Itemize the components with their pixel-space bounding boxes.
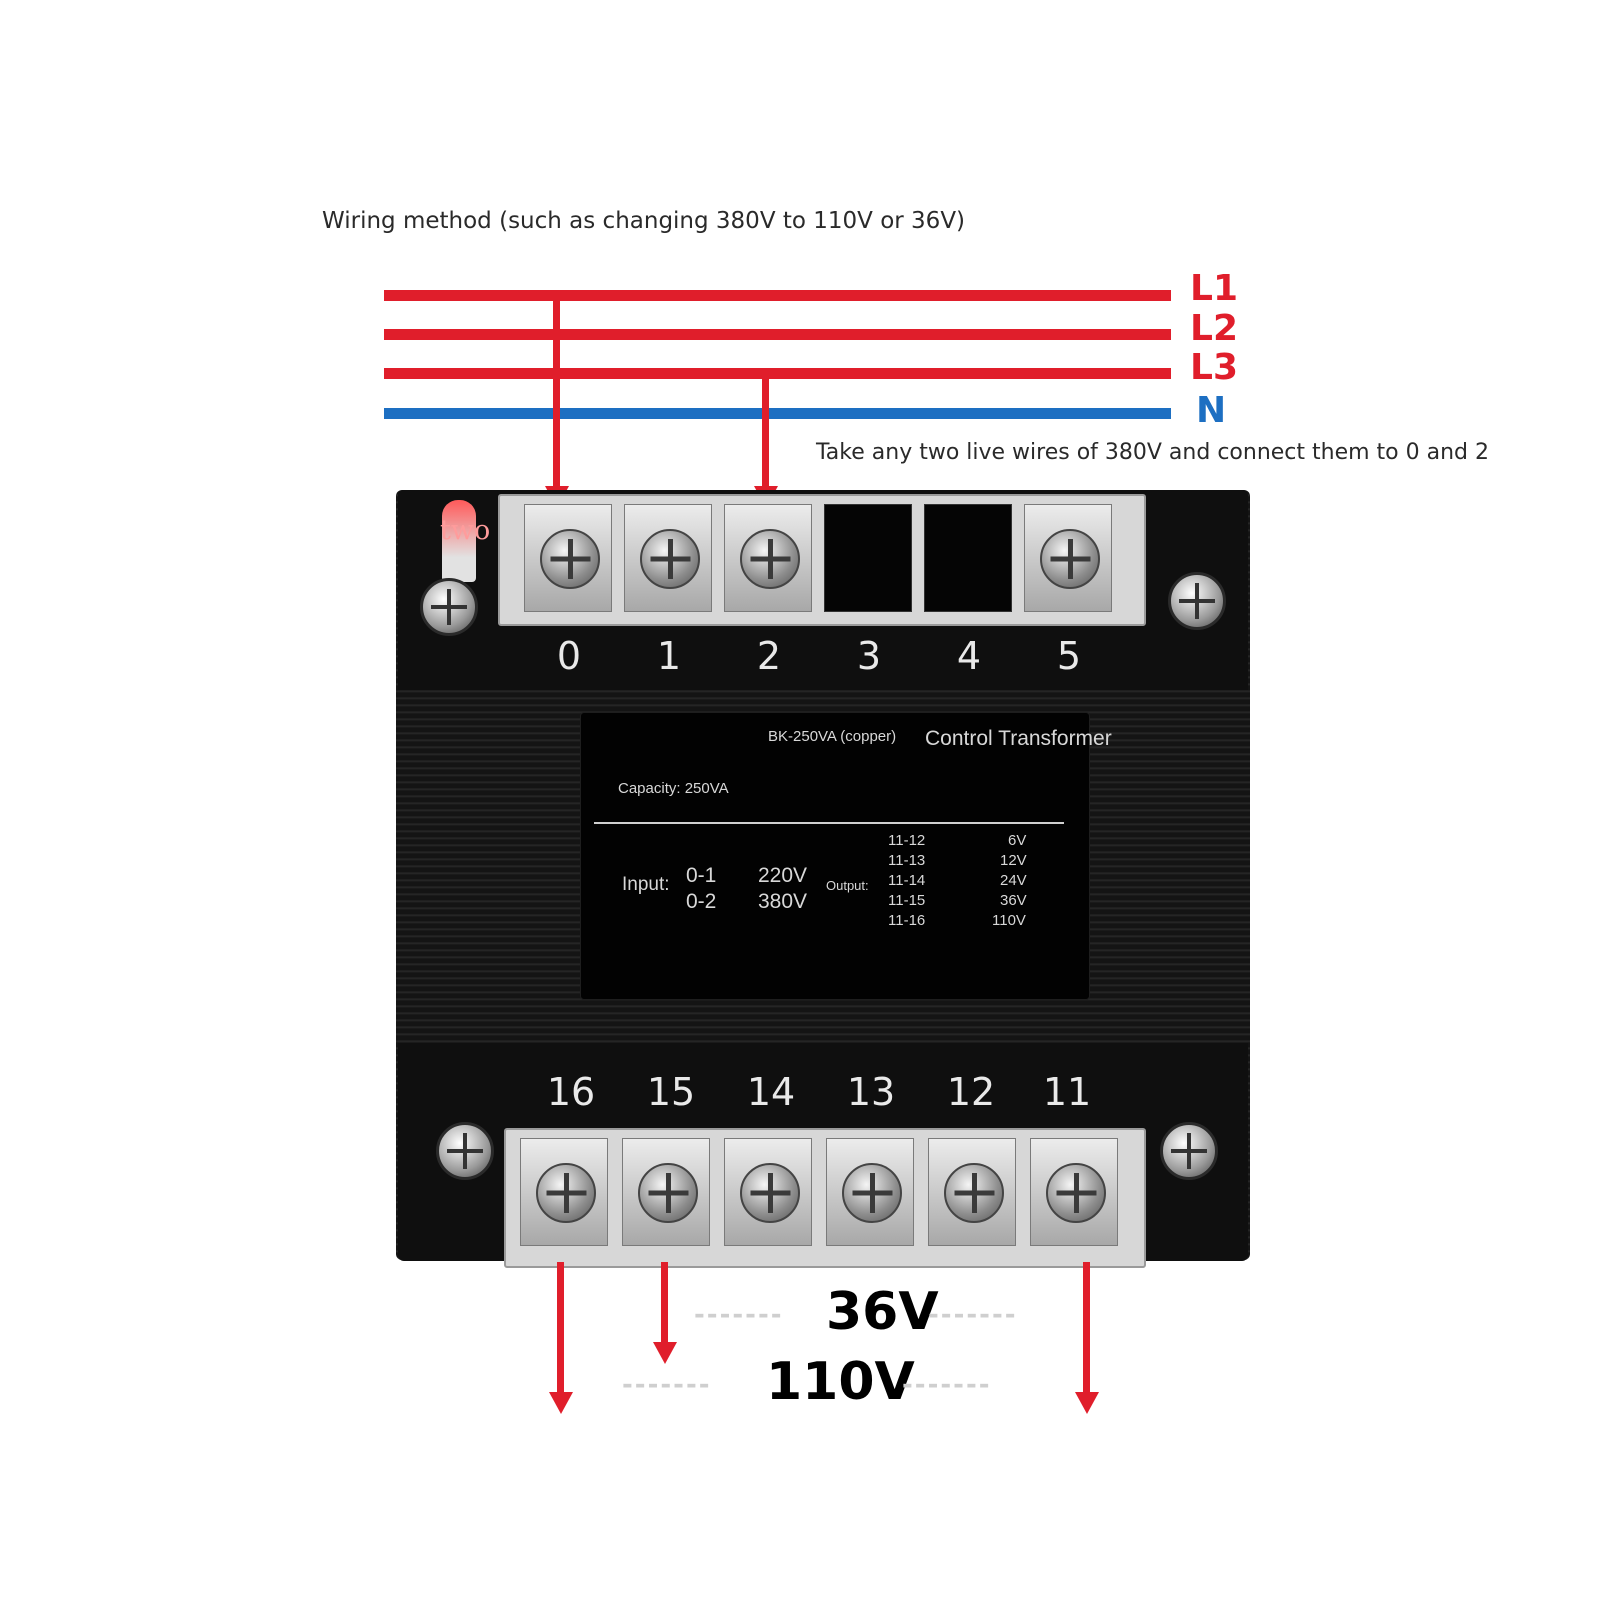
screw-icon xyxy=(740,529,800,589)
label-n: N xyxy=(1196,390,1227,431)
label-l1: L1 xyxy=(1190,268,1238,309)
red-tab xyxy=(442,500,476,582)
screw-icon xyxy=(740,1163,800,1223)
wiring-note: Take any two live wires of 380V and conn… xyxy=(816,440,1489,465)
terminal-1[interactable] xyxy=(624,504,712,612)
bottom-terminal-block xyxy=(504,1128,1146,1268)
label-l3: L3 xyxy=(1190,347,1238,388)
input-terminals: 0-2 xyxy=(686,890,717,913)
output-row-clip: 11-16 110V xyxy=(880,912,1070,925)
output-wire-16 xyxy=(557,1262,564,1394)
terminal-14[interactable] xyxy=(724,1138,812,1246)
tab-label: two xyxy=(440,515,491,546)
dash-line: ------- xyxy=(694,1300,784,1330)
output-terminals: 11-14 xyxy=(888,872,926,889)
nameplate-model: BK-250VA (copper) xyxy=(768,728,897,745)
terminal-number: 16 xyxy=(546,1070,596,1114)
nameplate-capacity: Capacity: 250VA xyxy=(618,780,729,797)
screw-icon xyxy=(536,1163,596,1223)
terminal-number: 1 xyxy=(656,634,682,678)
terminal-16[interactable] xyxy=(520,1138,608,1246)
top-terminal-block xyxy=(498,494,1146,626)
dash-line: ------- xyxy=(622,1370,712,1400)
terminal-15[interactable] xyxy=(622,1138,710,1246)
wire-l3 xyxy=(384,368,1171,379)
diagram-title: Wiring method (such as changing 380V to … xyxy=(322,208,966,234)
input-terminals: 0-1 xyxy=(686,864,717,887)
nameplate xyxy=(580,712,1090,1000)
output-voltage: 12V xyxy=(1000,852,1027,869)
terminal-3[interactable] xyxy=(824,504,912,612)
nameplate-product: Control Transformer xyxy=(925,727,1112,750)
output-wire-15 xyxy=(661,1262,668,1344)
terminal-4[interactable] xyxy=(924,504,1012,612)
terminal-number: 2 xyxy=(756,634,782,678)
dash-line: ------- xyxy=(928,1300,1018,1330)
output-36v-label: 36V xyxy=(826,1282,939,1342)
arrow-down-icon xyxy=(1075,1392,1099,1414)
input-label: Input: xyxy=(622,874,670,895)
terminal-number: 14 xyxy=(746,1070,796,1114)
terminal-number: 12 xyxy=(946,1070,996,1114)
nameplate-divider xyxy=(594,822,1064,824)
mount-screw-icon xyxy=(1160,1122,1218,1180)
terminal-5[interactable] xyxy=(1024,504,1112,612)
output-voltage: 6V xyxy=(1008,832,1027,849)
screw-icon xyxy=(842,1163,902,1223)
mount-screw-icon xyxy=(420,578,478,636)
screw-icon xyxy=(640,529,700,589)
output-voltage: 24V xyxy=(1000,872,1027,889)
terminal-11[interactable] xyxy=(1030,1138,1118,1246)
arrow-down-icon xyxy=(653,1342,677,1364)
dash-line: ------- xyxy=(902,1370,992,1400)
wire-l2 xyxy=(384,329,1171,340)
label-l2: L2 xyxy=(1190,308,1238,349)
output-terminals: 11-13 xyxy=(888,852,926,869)
terminal-number: 11 xyxy=(1042,1070,1092,1114)
input-voltage: 220V xyxy=(758,864,808,887)
terminal-number: 4 xyxy=(956,634,982,678)
screw-icon xyxy=(638,1163,698,1223)
output-terminals: 11-12 xyxy=(888,832,926,849)
terminal-2[interactable] xyxy=(724,504,812,612)
terminal-number: 13 xyxy=(846,1070,896,1114)
screw-icon xyxy=(944,1163,1004,1223)
wire-l1 xyxy=(384,290,1171,301)
output-voltage: 36V xyxy=(1000,892,1027,909)
terminal-number: 15 xyxy=(646,1070,696,1114)
arrow-down-icon xyxy=(549,1392,573,1414)
terminal-number: 0 xyxy=(556,634,582,678)
terminal-12[interactable] xyxy=(928,1138,1016,1246)
input-voltage: 380V xyxy=(758,890,808,913)
terminal-number: 5 xyxy=(1056,634,1082,678)
mount-screw-icon xyxy=(436,1122,494,1180)
mount-screw-icon xyxy=(1168,572,1226,630)
screw-icon xyxy=(1046,1163,1106,1223)
screw-icon xyxy=(540,529,600,589)
output-label: Output: xyxy=(826,878,869,893)
output-110v-label: 110V xyxy=(766,1352,915,1412)
output-wire-11 xyxy=(1083,1262,1090,1394)
drop-wire-to-terminal-0 xyxy=(553,292,560,488)
drop-wire-to-terminal-2 xyxy=(762,370,769,488)
terminal-number: 3 xyxy=(856,634,882,678)
output-voltage: 110V xyxy=(992,912,1026,925)
screw-icon xyxy=(1040,529,1100,589)
wire-n xyxy=(384,408,1171,419)
terminal-13[interactable] xyxy=(826,1138,914,1246)
output-terminals: 11-16 xyxy=(888,912,926,925)
output-terminals: 11-15 xyxy=(888,892,926,909)
terminal-0[interactable] xyxy=(524,504,612,612)
